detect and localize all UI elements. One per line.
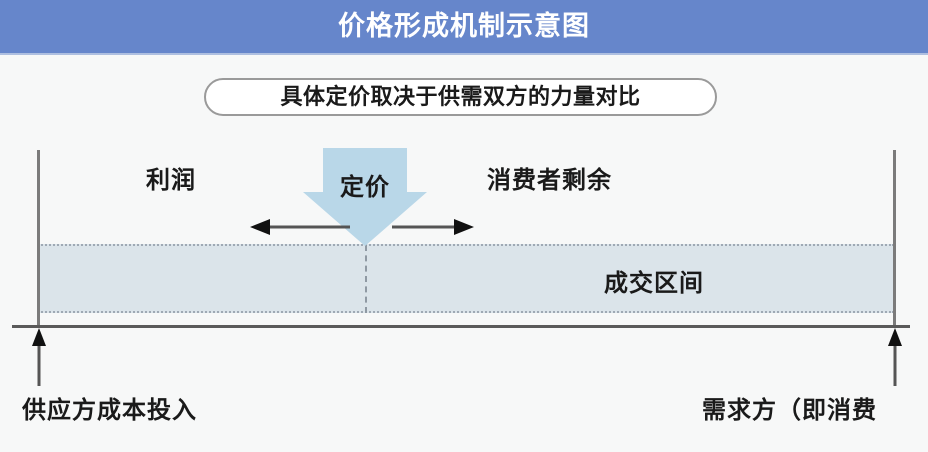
pricing-down-arrow-icon [303, 148, 427, 246]
axis-baseline [12, 325, 910, 328]
transaction-band-label: 成交区间 [604, 270, 704, 297]
surplus-span-arrow-right-icon [392, 219, 474, 235]
page-title: 价格形成机制示意图 [338, 11, 590, 41]
transaction-band [38, 244, 894, 313]
supply-endpoint-up-arrow-icon [32, 328, 46, 386]
pricing-arrow-label: 定价 [340, 174, 390, 201]
demand-axis-caption: 需求方（即消费 [702, 397, 877, 424]
demand-boundary-line [893, 150, 896, 327]
subtitle-text: 具体定价取决于供需双方的力量对比 [280, 84, 641, 109]
profit-region-label: 利润 [146, 167, 196, 194]
supply-axis-caption: 供应方成本投入 [22, 397, 197, 424]
header-bar: 价格形成机制示意图 [0, 0, 928, 55]
consumer-surplus-region-label: 消费者剩余 [487, 167, 612, 194]
profit-span-arrow-left-icon [250, 219, 350, 235]
supply-boundary-line [37, 150, 40, 327]
price-point-divider [365, 245, 367, 313]
subtitle-pill: 具体定价取决于供需双方的力量对比 [204, 78, 717, 116]
demand-endpoint-up-arrow-icon [888, 328, 902, 386]
